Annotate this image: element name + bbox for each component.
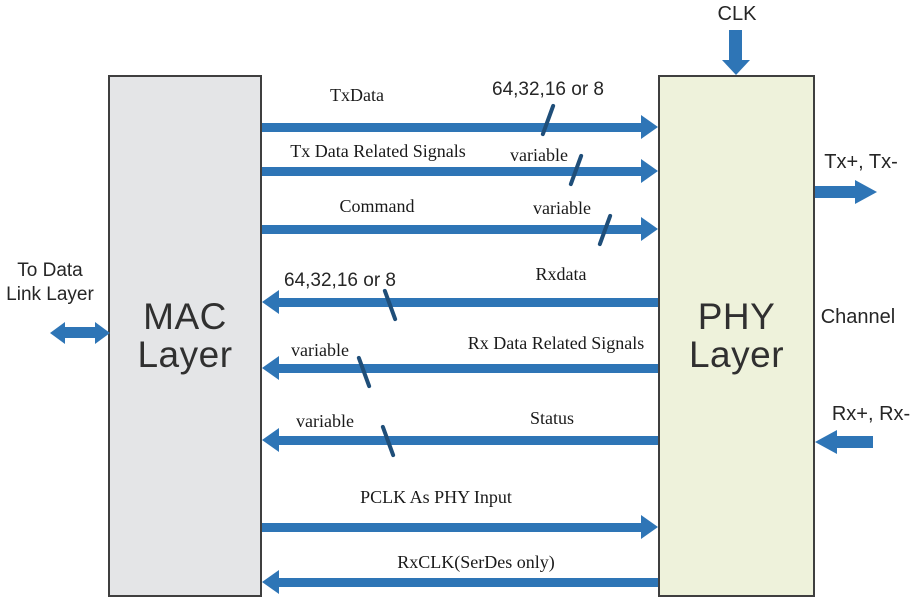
- status-label: Status: [529, 408, 575, 428]
- txdata-arrow-shaft: [262, 123, 643, 132]
- txdata-bus-width-label: 64,32,16 or 8: [492, 79, 604, 100]
- clk-label: CLK: [717, 3, 757, 25]
- tx-arrow-shaft: [815, 186, 857, 198]
- tx-related-bus-width-label: variable: [510, 145, 568, 165]
- tx-pair-label: Tx+, Tx-: [824, 151, 898, 173]
- to-data-link-layer-line2: Link Layer: [6, 284, 94, 305]
- clk-arrow-shaft: [729, 30, 742, 62]
- rxdata-label: Rxdata: [535, 264, 587, 284]
- to-data-link-layer-line1: To Data: [17, 260, 83, 281]
- rxclk-label: RxCLK(SerDes only): [397, 552, 555, 572]
- rx-related-arrow-shaft: [277, 364, 658, 373]
- rx-pair-label: Rx+, Rx-: [831, 403, 911, 425]
- command-label: Command: [339, 196, 415, 216]
- status-left-arrow-head-icon: [262, 428, 279, 452]
- tx-related-label: Tx Data Related Signals: [290, 141, 466, 161]
- link-right-arrow-head-icon: [95, 322, 110, 344]
- rx-left-arrow-head-icon: [815, 430, 837, 454]
- status-arrow-shaft: [277, 436, 658, 445]
- phy-layer-label-line2: Layer: [688, 334, 785, 375]
- status-bus-width-label: variable: [296, 411, 354, 431]
- phy-layer-label: PHY Layer: [689, 298, 784, 374]
- pclk-right-arrow-head-icon: [641, 515, 658, 539]
- mac-layer-label-line2: Layer: [137, 334, 233, 375]
- rx-related-bus-width-label: variable: [291, 340, 349, 360]
- txdata-label: TxData: [330, 85, 384, 105]
- command-bus-width-label: variable: [533, 198, 591, 218]
- mac-layer-label: MAC Layer: [137, 298, 232, 374]
- rxclk-arrow-shaft: [277, 578, 658, 587]
- channel-label: Channel: [820, 306, 896, 328]
- mac-layer-label-line1: MAC: [143, 296, 227, 337]
- command-right-arrow-head-icon: [641, 217, 658, 241]
- to-data-link-layer-label: To Data Link Layer: [6, 259, 94, 307]
- rxdata-bus-width-label: 64,32,16 or 8: [284, 270, 396, 291]
- phy-layer-label-line1: PHY: [697, 296, 776, 337]
- rxdata-left-arrow-head-icon: [262, 290, 279, 314]
- pclk-arrow-shaft: [262, 523, 643, 532]
- clk-down-arrow-head-icon: [722, 60, 750, 75]
- tx-related-right-arrow-head-icon: [641, 159, 658, 183]
- rxclk-left-arrow-head-icon: [262, 570, 279, 594]
- tx-related-arrow-shaft: [262, 167, 643, 176]
- txdata-right-arrow-head-icon: [641, 115, 658, 139]
- link-arrow-shaft: [63, 327, 97, 338]
- rx-related-label: Rx Data Related Signals: [467, 333, 645, 353]
- link-left-arrow-head-icon: [50, 322, 65, 344]
- command-arrow-shaft: [262, 225, 643, 234]
- rxdata-arrow-shaft: [277, 298, 658, 307]
- tx-right-arrow-head-icon: [855, 180, 877, 204]
- phy-layer-box: PHY Layer: [658, 75, 815, 597]
- rx-arrow-shaft: [835, 436, 873, 448]
- rx-related-left-arrow-head-icon: [262, 356, 279, 380]
- mac-layer-box: MAC Layer: [108, 75, 262, 597]
- pclk-label: PCLK As PHY Input: [360, 487, 512, 507]
